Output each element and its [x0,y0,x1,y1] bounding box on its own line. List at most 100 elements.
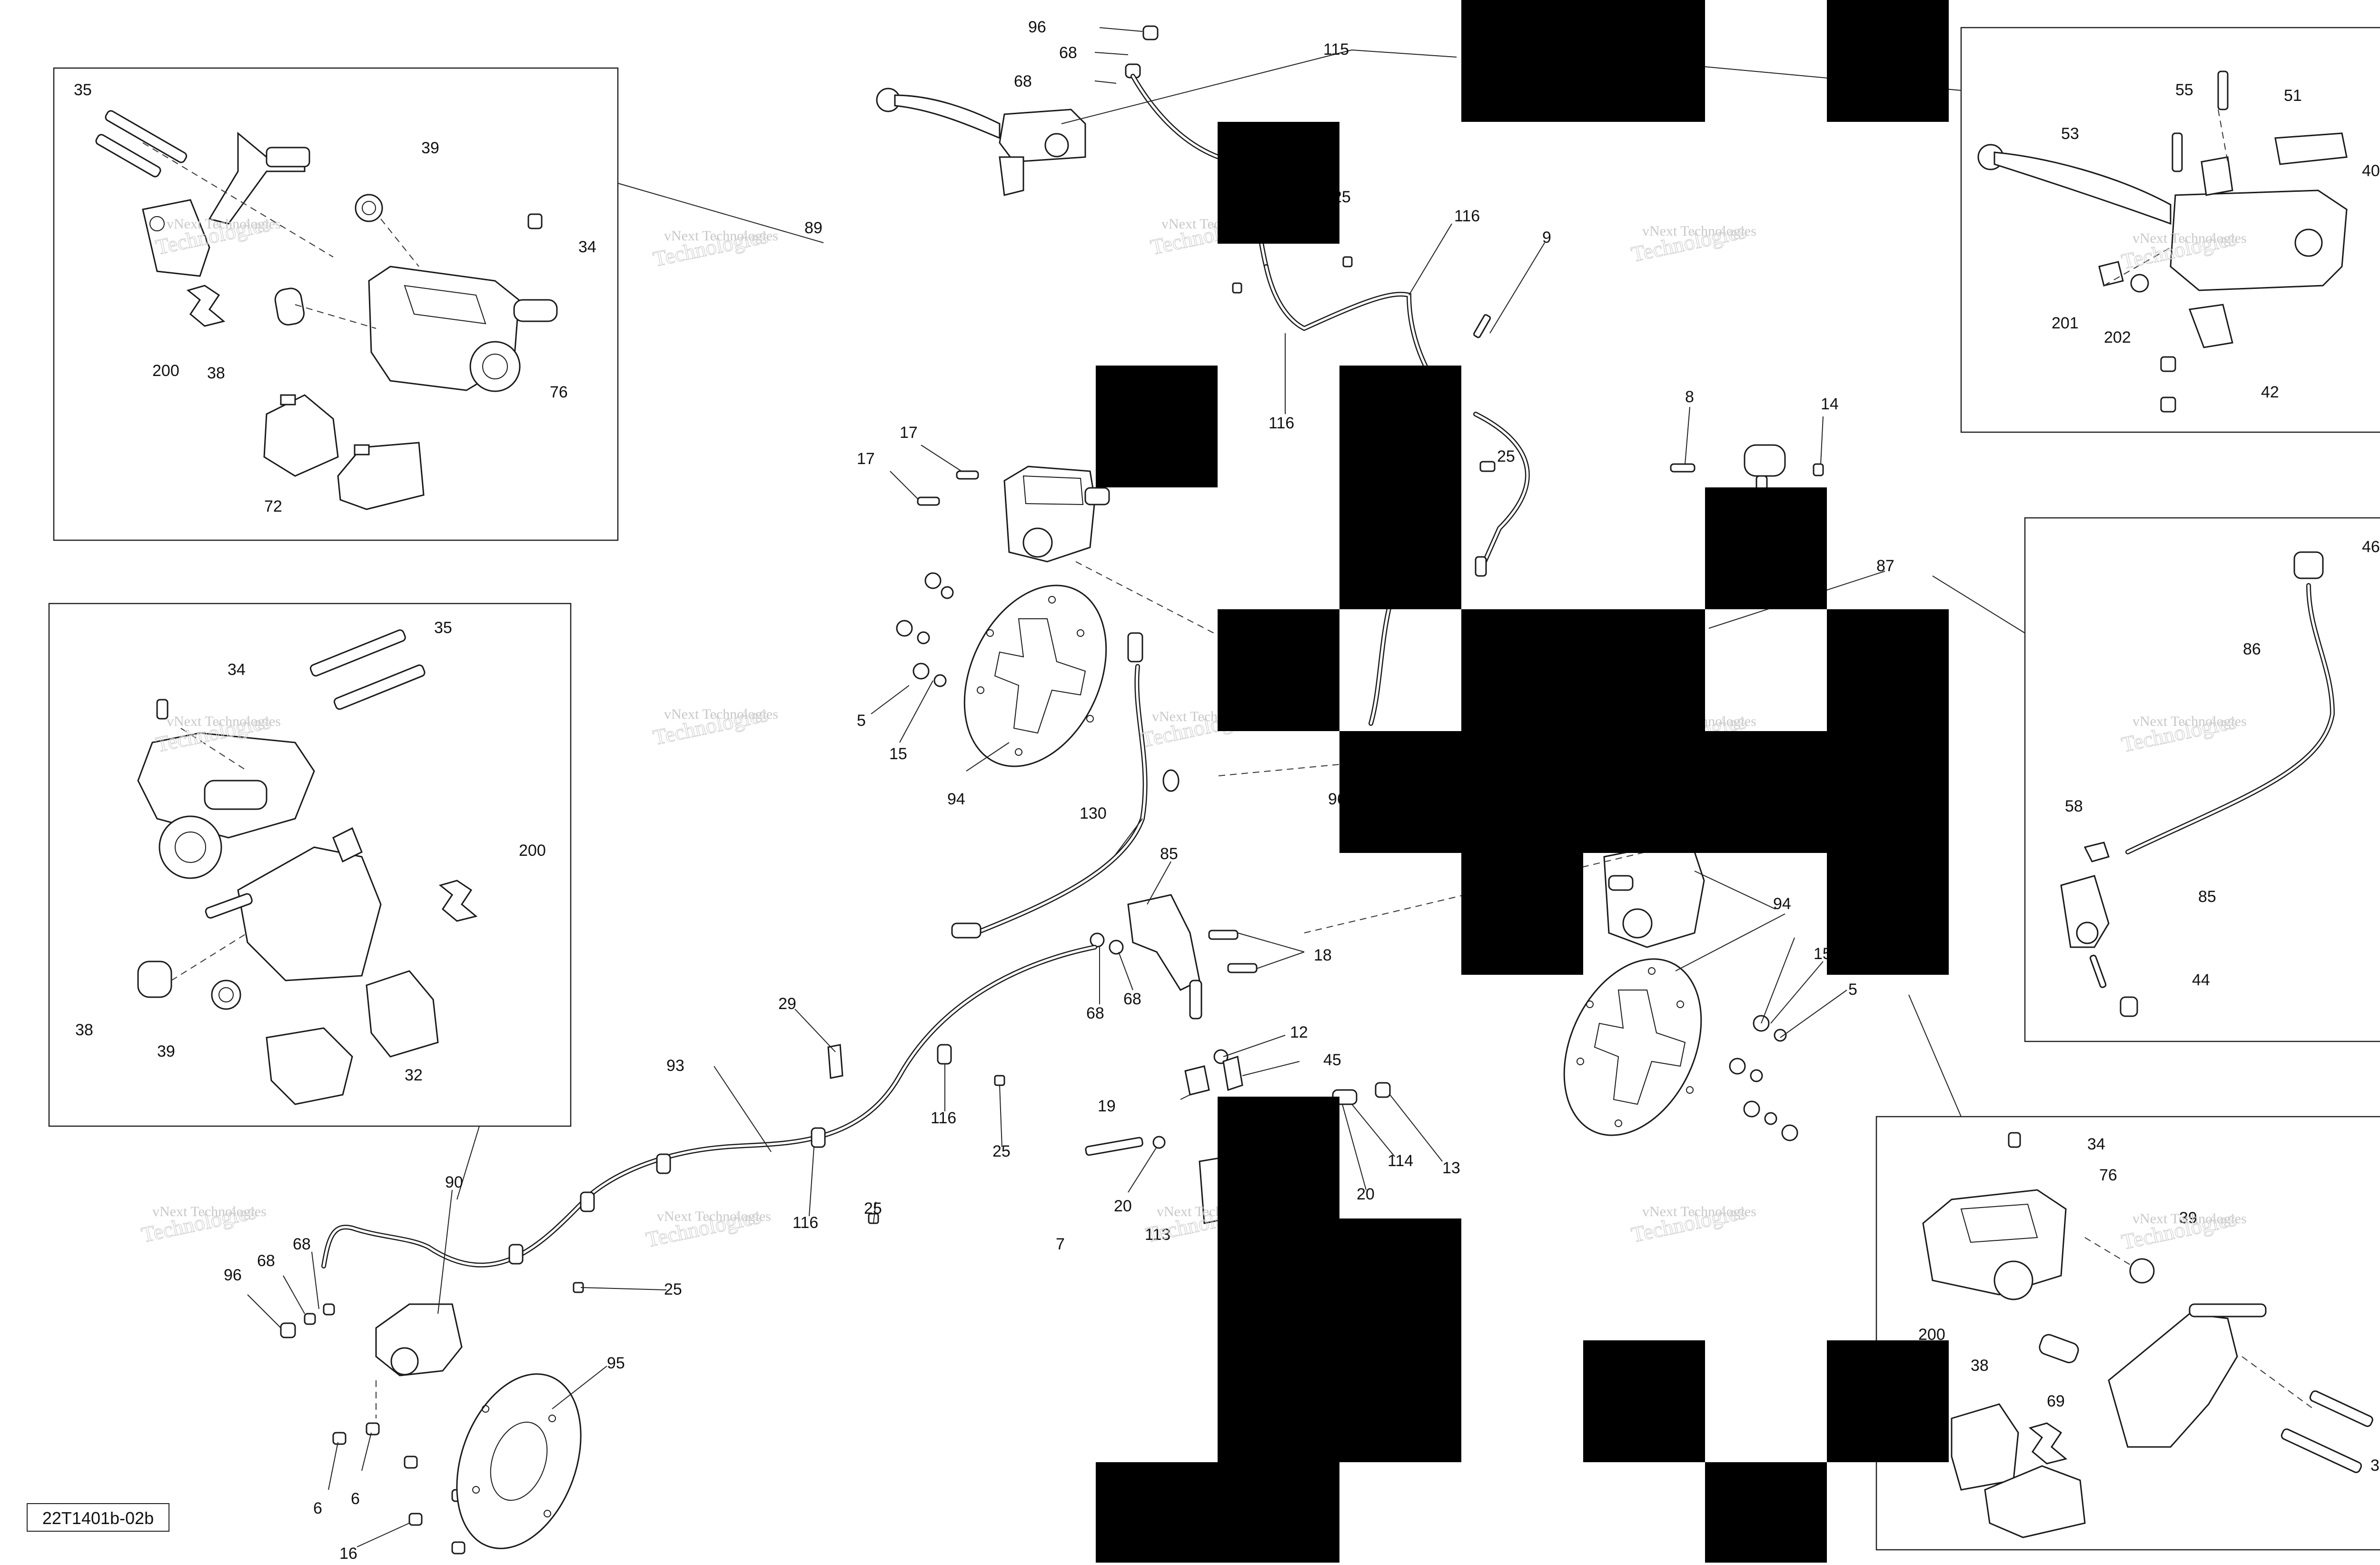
callout-17: 17 [857,450,875,468]
callout-68: 68 [1014,72,1032,90]
callout-5: 5 [1848,981,1857,999]
detail-box-middle-left [48,603,572,1127]
detail-top-right-parts [1977,70,2348,413]
callout-76: 76 [550,383,568,401]
detail-top-left-parts [95,110,558,510]
callout-94: 94 [1773,895,1791,913]
watermark-text: vNext Technologies [2132,713,2247,729]
callout-19: 19 [1098,1097,1116,1115]
callout-72: 72 [264,497,282,515]
callout-6: 6 [313,1499,322,1517]
callout-38: 38 [1971,1357,1989,1375]
watermark-text: vNext Technologies [1642,1204,1756,1219]
front-brake-disc-right [1563,958,1702,1136]
callout-76: 76 [2099,1166,2117,1184]
callout-16: 16 [339,1545,357,1563]
watermark-text: vNext Technologies [152,1204,267,1219]
callout-87: 87 [1876,557,1894,575]
watermark-text: vNext Technologies [664,706,778,722]
callout-96: 96 [1028,18,1046,36]
callout-68: 68 [293,1235,311,1253]
watermark-text: vNext Technologies [167,713,281,729]
callout-32: 32 [405,1066,423,1084]
callout-38: 38 [207,364,225,382]
callout-89: 89 [804,219,823,237]
watermark-text: vNext Technologies [1642,223,1756,239]
detail-middle-right-parts [2060,551,2335,1017]
callout-38: 38 [75,1021,93,1039]
callout-13: 13 [1442,1159,1460,1177]
callout-96: 96 [224,1266,242,1284]
callout-25: 25 [664,1280,682,1298]
callout-20: 20 [1357,1185,1375,1203]
detail-box-top-right [1960,27,2380,433]
callout-9: 9 [1542,228,1551,247]
watermark-text: vNext Technologies [657,1208,771,1224]
callout-113: 113 [1145,1226,1170,1244]
callout-116: 116 [1454,207,1480,225]
callout-51: 51 [2284,87,2302,105]
callout-68: 68 [257,1252,275,1270]
callout-20: 20 [1114,1197,1132,1215]
callout-40: 40 [2362,162,2380,180]
callout-116: 116 [931,1109,956,1127]
callout-58: 58 [2065,797,2083,815]
callout-34: 34 [2087,1135,2105,1153]
callout-202: 202 [2104,328,2131,347]
watermark-text: vNext Technologies [2132,1211,2247,1227]
callout-115: 115 [1323,40,1349,59]
callout-86: 86 [2243,640,2261,658]
callout-25: 25 [864,1199,882,1218]
callout-17: 17 [900,424,918,442]
callout-39: 39 [421,139,439,157]
detail-box-middle-right [2024,517,2380,1042]
callout-labels: 96 68 68 115 89 25 116 116 9 17 17 25 8 … [74,18,2380,1563]
callout-25: 25 [1497,447,1515,466]
callout-200: 200 [519,842,546,860]
callout-6: 6 [351,1490,360,1508]
callout-44: 44 [2192,971,2210,989]
callout-130: 130 [1080,804,1107,822]
callout-15: 15 [889,745,907,763]
callout-42: 42 [2261,383,2279,401]
callout-200: 200 [152,362,179,380]
callout-34: 34 [228,661,246,679]
callout-34: 34 [578,238,596,256]
callout-68: 68 [1086,1004,1104,1022]
callout-93: 93 [666,1057,684,1075]
callout-114: 114 [1388,1152,1413,1170]
drawing-code: 22T1401b-02b [42,1508,154,1528]
callout-95: 95 [607,1354,625,1372]
drawing-code-box: 22T1401b-02b [27,1503,169,1532]
leader-lines [247,27,1885,1547]
callout-85: 85 [1160,845,1178,863]
callout-7: 7 [1056,1235,1065,1253]
callout-55: 55 [2175,81,2193,99]
callout-35: 35 [2370,1456,2380,1475]
detail-box-top-left [53,67,619,541]
callout-45: 45 [1323,1051,1341,1069]
watermark-text: vNext Technologies [167,216,281,232]
callout-18: 18 [1314,946,1332,964]
callout-116: 116 [793,1214,818,1232]
callout-5: 5 [857,712,866,730]
callout-90: 90 [445,1173,463,1191]
callout-68: 68 [1123,990,1141,1008]
callout-12: 12 [1290,1023,1308,1041]
callout-25: 25 [992,1142,1011,1160]
callout-8: 8 [1685,388,1694,406]
callout-85: 85 [2198,888,2216,906]
callout-14: 14 [1821,395,1839,413]
redaction-blocks [1096,0,1949,1563]
callout-68: 68 [1059,44,1077,62]
callout-39: 39 [2179,1209,2197,1227]
callout-35: 35 [434,619,452,637]
callout-35: 35 [74,81,92,99]
front-brake-disc-left [963,584,1107,767]
callout-53: 53 [2061,125,2079,143]
detail-box-bottom-right [1875,1116,2380,1551]
callout-39: 39 [157,1042,175,1060]
watermark-text: vNext Technologies [2132,230,2247,246]
rear-brake-disc [456,1373,582,1549]
